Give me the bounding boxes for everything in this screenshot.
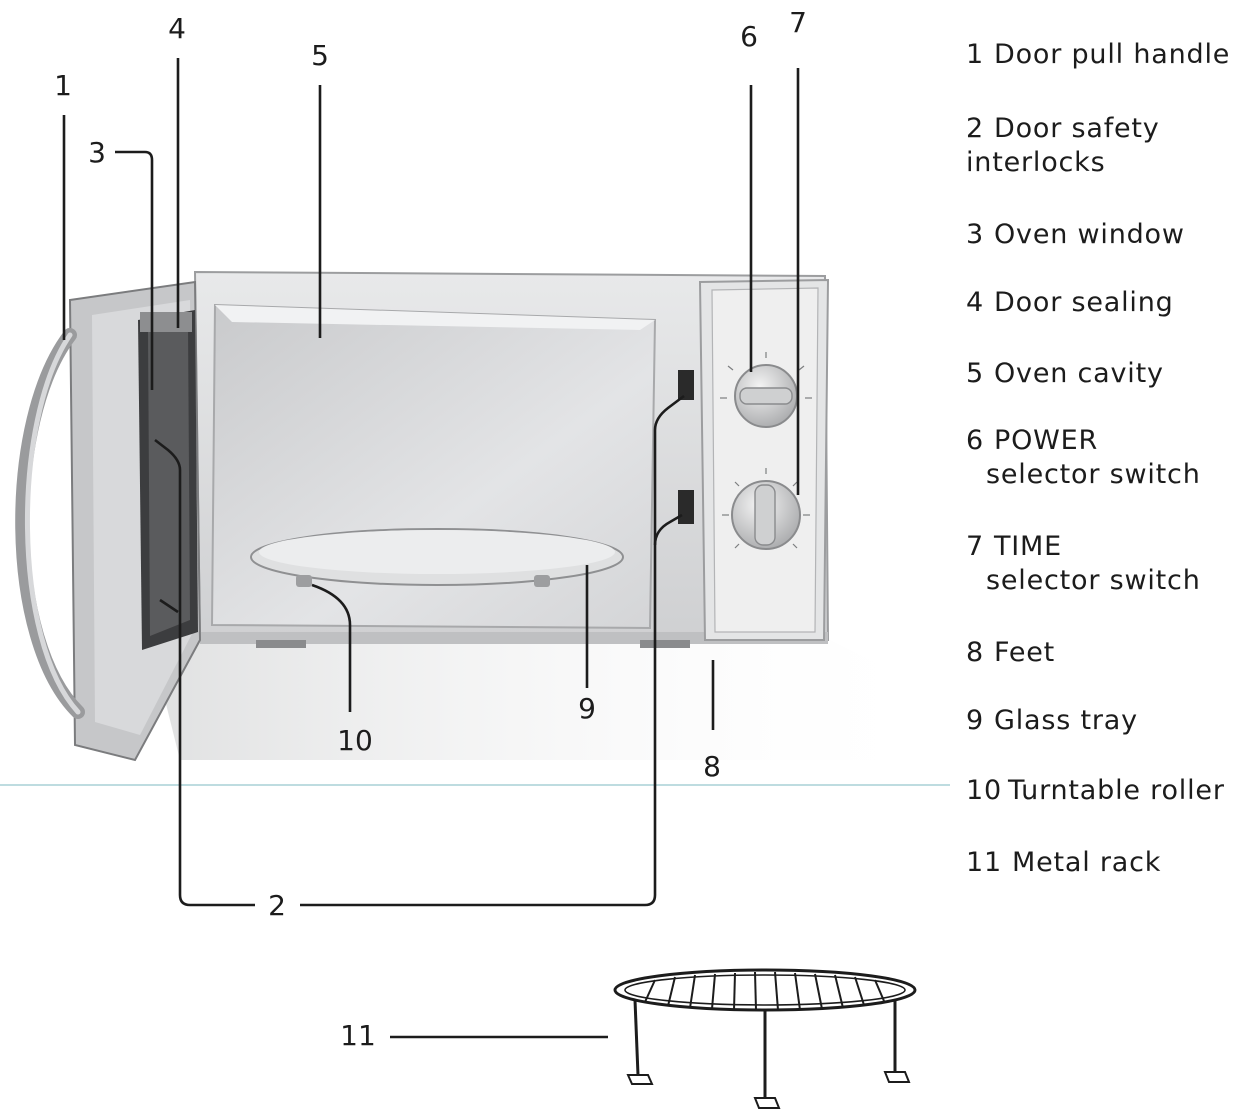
legend-label: Metal rack <box>1011 847 1162 878</box>
legend-item-4: 4 Door sealing <box>966 286 1174 320</box>
legend-label-continued: selector switch <box>986 565 1201 596</box>
legend-number: 9 <box>966 705 984 736</box>
callout-5: 5 <box>311 39 329 72</box>
legend-label: Turntable roller <box>1007 775 1225 806</box>
microwave-oven-illustration <box>15 270 950 762</box>
legend-label: TIME <box>993 531 1062 562</box>
legend-label: Door safety <box>993 113 1160 144</box>
legend-number: 2 <box>966 113 984 144</box>
legend-label: POWER <box>993 425 1099 456</box>
legend-item-2: 2 Door safety interlocks <box>966 112 1160 180</box>
leader-line-2b <box>159 598 179 614</box>
legend-label: Door pull handle <box>993 39 1231 70</box>
legend-label: Glass tray <box>993 705 1138 736</box>
leader-line-2d <box>653 394 685 545</box>
metal-rack-illustration <box>613 968 917 1109</box>
leader-line-3 <box>115 150 154 390</box>
callout-9: 9 <box>578 692 596 725</box>
legend-item-5: 5 Oven cavity <box>966 357 1164 391</box>
leader-line-2 <box>154 438 255 907</box>
legend-item-3: 3 Oven window <box>966 218 1185 252</box>
callout-4: 4 <box>168 12 186 45</box>
callout-6: 6 <box>740 20 758 53</box>
leader-line-10 <box>311 583 352 712</box>
legend-item-7: 7 TIME selector switch <box>966 530 1201 598</box>
legend-label: Oven cavity <box>993 358 1164 389</box>
legend-number: 5 <box>966 358 984 389</box>
callout-7: 7 <box>789 6 807 39</box>
callout-3: 3 <box>88 136 106 169</box>
legend-number: 7 <box>966 531 984 562</box>
legend-label-continued: interlocks <box>966 147 1106 178</box>
legend-number: 3 <box>966 219 984 250</box>
leader-lines <box>62 58 800 1039</box>
callout-11: 11 <box>340 1019 376 1052</box>
legend-number: 10 <box>966 775 1002 806</box>
legend-label: Door sealing <box>993 287 1174 318</box>
legend-item-6: 6 POWER selector switch <box>966 424 1201 492</box>
callout-2: 2 <box>268 889 286 922</box>
legend-label: Feet <box>993 637 1056 668</box>
legend-number: 4 <box>966 287 984 318</box>
legend-item-11: 11 Metal rack <box>966 846 1161 880</box>
legend-number: 8 <box>966 637 984 668</box>
legend-number: 6 <box>966 425 984 456</box>
legend-item-9: 9 Glass tray <box>966 704 1138 738</box>
leader-line-2c <box>300 513 683 907</box>
callout-numbers: 1 2 3 4 5 6 7 8 9 10 11 <box>54 6 807 1052</box>
callout-10: 10 <box>337 724 373 757</box>
callout-1: 1 <box>54 69 72 102</box>
callout-8: 8 <box>703 750 721 783</box>
legend-label-continued: selector switch <box>986 459 1201 490</box>
legend-item-1: 1 Door pull handle <box>966 38 1230 72</box>
legend-label: Oven window <box>993 219 1185 250</box>
legend-number: 11 <box>966 847 1002 878</box>
legend-number: 1 <box>966 39 984 70</box>
legend-item-8: 8 Feet <box>966 636 1055 670</box>
